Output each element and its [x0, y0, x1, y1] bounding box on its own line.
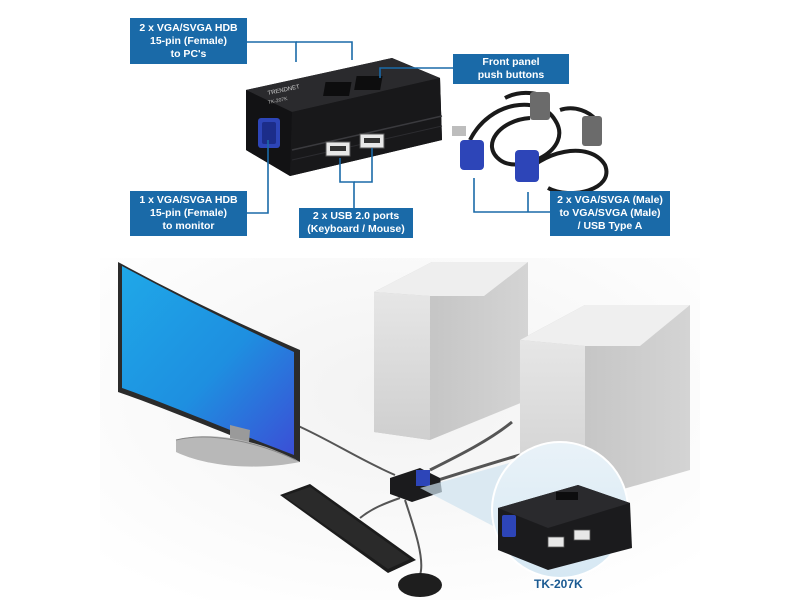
label-usb-ports-line2: (Keyboard / Mouse)	[307, 223, 405, 235]
label-usb-ports-line1: 2 x USB 2.0 ports	[312, 210, 400, 222]
label-vga-to-pc-line1: 2 x VGA/SVGA HDB	[139, 21, 238, 34]
label-vga-to-monitor-line2: 15-pin (Female)	[149, 207, 228, 219]
label-front-panel-line1: Front panel	[482, 56, 540, 68]
label-front-panel: Front panel push buttons	[453, 54, 569, 84]
label-front-panel-line2: push buttons	[477, 69, 545, 81]
kvm-device-top	[246, 58, 443, 176]
label-cables: 2 x VGA/SVGA (Male) to VGA/SVGA (Male) /…	[550, 191, 670, 236]
label-vga-to-pc-line2: 15-pin (Female)	[149, 34, 228, 47]
label-vga-to-pc-line3: to PC's	[170, 47, 207, 60]
callout-lines-top	[247, 41, 550, 214]
label-cables-line2: to VGA/SVGA (Male)	[559, 207, 661, 219]
kvm-device-scene	[390, 468, 442, 502]
pc-tower-left	[374, 262, 528, 440]
scene-cables	[295, 420, 521, 576]
label-vga-to-monitor-line1: 1 x VGA/SVGA HDB	[139, 194, 238, 206]
label-cables-line1: 2 x VGA/SVGA (Male)	[557, 194, 663, 206]
model-callout-text: TK-207K	[534, 577, 583, 591]
label-vga-to-monitor-line3: to monitor	[162, 220, 215, 232]
vga-cables	[452, 91, 609, 196]
callout-circle	[491, 441, 632, 579]
label-vga-to-monitor: 1 x VGA/SVGA HDB 15-pin (Female) to moni…	[130, 191, 247, 236]
monitor	[118, 262, 300, 467]
mouse	[398, 573, 442, 597]
label-cables-line3: / USB Type A	[577, 220, 643, 232]
keyboard	[280, 484, 416, 573]
label-usb-ports: 2 x USB 2.0 ports (Keyboard / Mouse)	[299, 208, 413, 238]
label-vga-to-pc: 2 x VGA/SVGA HDB 15-pin (Female) to PC's	[130, 18, 247, 64]
